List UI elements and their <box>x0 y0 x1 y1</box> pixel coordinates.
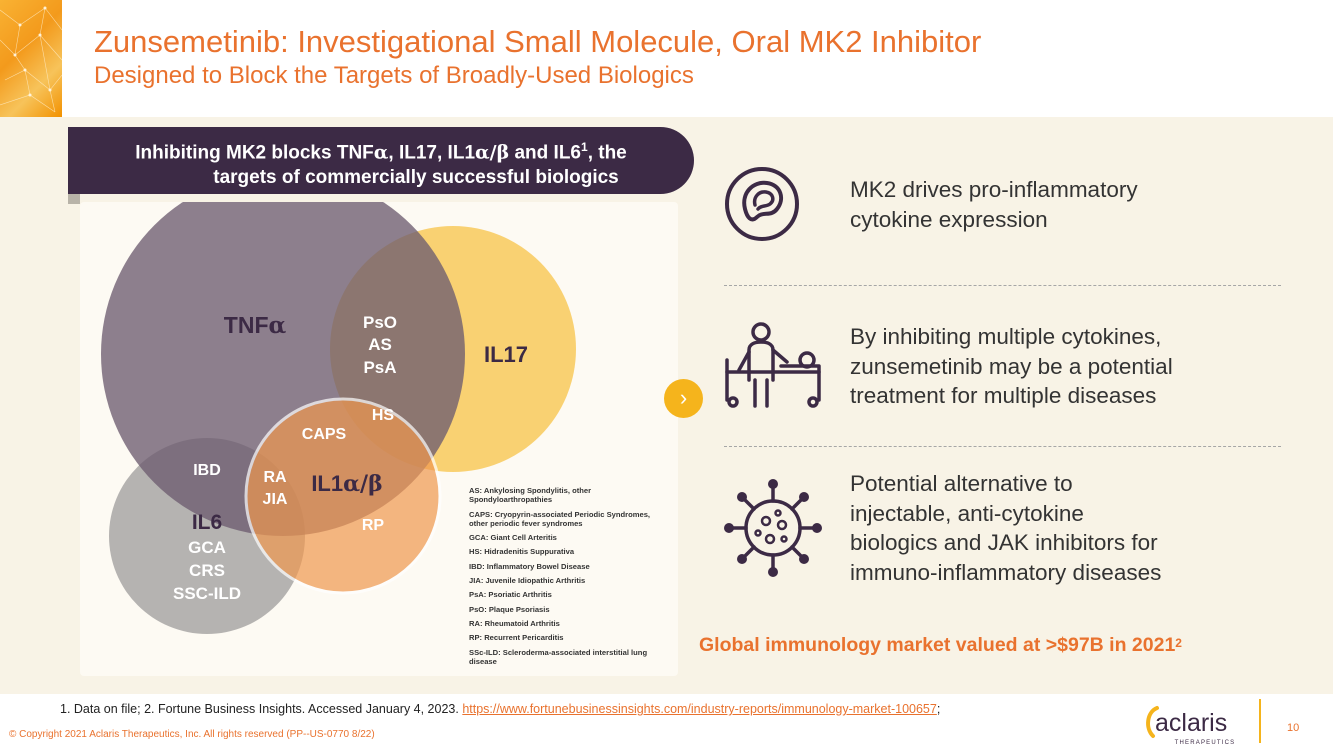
point-line: injectable, anti-cytokine <box>850 500 1084 526</box>
abbreviation-list: AS: Ankylosing Spondylitis, other Spondy… <box>469 486 654 671</box>
point-3-text: Potential alternative to injectable, ant… <box>850 469 1161 587</box>
point-line: biologics and JAK inhibitors for <box>850 530 1158 555</box>
alpha-beta-symbol: α/β <box>343 471 383 497</box>
page-subtitle: Designed to Block the Targets of Broadly… <box>94 62 694 89</box>
hs-label: HS <box>372 407 395 424</box>
page-title: Zunsemetinib: Investigational Small Mole… <box>94 24 982 59</box>
banner-text: and IL6 <box>509 142 581 164</box>
caps-label: CAPS <box>302 426 347 443</box>
ibd-label: IBD <box>193 462 221 479</box>
jia-label: JIA <box>263 491 288 508</box>
footnote-ref: 2 <box>1175 636 1182 650</box>
logo-tagline: THERAPEUTICS <box>1175 740 1236 746</box>
abbreviation-item: GCA: Giant Cell Arteritis <box>469 533 557 543</box>
point-2-text: By inhibiting multiple cytokines, zunsem… <box>850 322 1173 411</box>
abbreviation-item: AS: Ankylosing Spondylitis, other Spondy… <box>469 486 592 505</box>
banner-text: Inhibiting MK2 blocks TNF <box>135 142 374 164</box>
il1-text: IL1 <box>311 471 343 496</box>
point-line: treatment for multiple diseases <box>850 383 1157 408</box>
il1-label: IL1α/β <box>311 471 382 497</box>
ssc-ild-label: SSC-ILD <box>173 584 241 603</box>
banner-line-1: Inhibiting MK2 blocks TNFα, IL17, IL1α/β… <box>68 135 694 165</box>
abbreviation-item: IBD: Inflammatory Bowel Disease <box>469 561 590 571</box>
cell-icon <box>725 167 799 241</box>
rp-label: RP <box>362 517 385 534</box>
divider <box>724 285 1281 286</box>
gca-label: GCA <box>188 538 226 557</box>
il17-label: IL17 <box>484 342 528 367</box>
point-1-text: MK2 drives pro-inflammatory cytokine exp… <box>850 175 1138 234</box>
point-line: cytokine expression <box>850 206 1048 232</box>
alpha-beta-symbol: α/β <box>475 141 510 164</box>
chevron-right-icon: › <box>664 379 703 418</box>
virus-icon <box>724 479 822 577</box>
banner: Inhibiting MK2 blocks TNFα, IL17, IL1α/β… <box>68 127 694 194</box>
alpha-symbol: α <box>269 312 287 339</box>
venn-diagram: TNFα IL17 PsO AS PsA HS CAPS IBD RA JIA … <box>101 202 576 634</box>
point-line: zunsemetinib may be a potential <box>850 353 1173 379</box>
divider <box>724 446 1281 447</box>
footnote: 1. Data on file; 2. Fortune Business Ins… <box>60 702 940 716</box>
il6-label: IL6 <box>192 511 222 534</box>
tnf-label: TNFα <box>224 312 287 339</box>
abbreviation-item: SSc-ILD: Scleroderma-associated intersti… <box>469 647 648 666</box>
abbreviation-item: CAPS: Cryopyrin-associated Periodic Synd… <box>469 509 651 528</box>
patient-care-icon <box>725 322 821 408</box>
il1-circle <box>244 397 442 595</box>
banner-text: , the <box>587 142 627 164</box>
aclaris-logo: aclaris THERAPEUTICS <box>1146 706 1236 746</box>
footnote-tail: ; <box>936 702 941 716</box>
pso-label: PsO <box>363 313 397 332</box>
footnote-ref: 1 <box>581 140 588 154</box>
banner-shadow <box>68 194 80 204</box>
market-statement: Global immunology market valued at >$97B… <box>699 632 1182 658</box>
abbreviation-item: JIA: Juvenile Idiopathic Arthritis <box>469 576 586 586</box>
abbreviation-item: RA: Rheumatoid Arthritis <box>469 618 560 628</box>
market-text: Global immunology market valued at >$97B… <box>699 634 1176 656</box>
abbreviation-item: RP: Recurrent Pericarditis <box>469 633 564 643</box>
point-line: By inhibiting multiple cytokines, <box>850 324 1162 349</box>
corner-decoration <box>0 0 62 117</box>
as-label: AS <box>368 335 392 354</box>
alpha-symbol: α <box>373 141 389 164</box>
source-link[interactable]: https://www.fortunebusinessinsights.com/… <box>462 702 937 716</box>
psa-label: PsA <box>363 358 396 377</box>
logo-divider <box>1259 699 1261 743</box>
point-line: MK2 drives pro-inflammatory <box>850 177 1138 202</box>
point-line: Potential alternative to <box>850 471 1073 496</box>
banner-text: , IL17, IL1 <box>388 142 476 164</box>
page-number: 10 <box>1287 722 1300 734</box>
abbreviation-item: HS: Hidradenitis Suppurativa <box>469 547 575 557</box>
tnf-text: TNF <box>224 312 269 338</box>
logo-wordmark: aclaris <box>1155 709 1227 737</box>
footnote-text: 1. Data on file; 2. Fortune Business Ins… <box>60 702 463 716</box>
venn-panel: TNFα IL17 PsO AS PsA HS CAPS IBD RA JIA … <box>80 202 678 676</box>
copyright: © Copyright 2021 Aclaris Therapeutics, I… <box>9 729 375 740</box>
abbreviation-item: PsA: Psoriatic Arthritis <box>469 590 552 600</box>
banner-line-2: targets of commercially successful biolo… <box>213 167 619 189</box>
crs-label: CRS <box>189 561 225 580</box>
ra-label: RA <box>263 469 287 486</box>
point-line: immuno-inflammatory diseases <box>850 559 1162 585</box>
abbreviation-item: PsO: Plaque Psoriasis <box>469 604 550 614</box>
